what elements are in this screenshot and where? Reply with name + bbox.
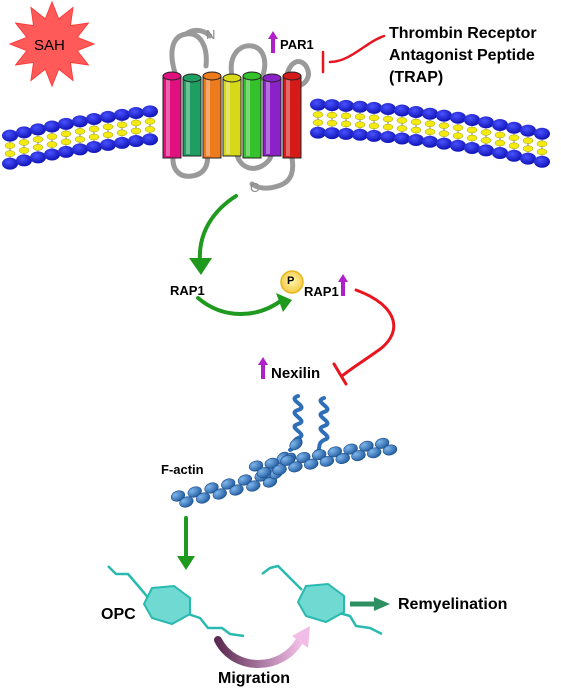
activation-arrows (184, 194, 284, 558)
sah-burst-icon (8, 0, 96, 88)
nexilin-up-arrow-icon (258, 357, 268, 379)
remyelination-label: Remyelination (398, 596, 508, 613)
phosphate-label: P (287, 275, 295, 287)
sah-label: SAH (34, 37, 65, 54)
par1-up-arrow-icon (268, 31, 278, 53)
receptor-loops (169, 27, 311, 191)
migration-arrow (214, 636, 304, 668)
phosphate-icon (280, 270, 304, 294)
opc-cell-1 (107, 565, 245, 638)
factin-label: F-actin (161, 462, 204, 477)
migration-label: Migration (218, 670, 290, 687)
par1-label: PAR1 (280, 37, 314, 52)
f-actin-filament (170, 437, 398, 508)
opc-cell-2 (261, 564, 383, 636)
opc-label: OPC (101, 606, 136, 623)
trap-inhibition (321, 34, 386, 74)
nexilin-label: Nexilin (271, 365, 321, 382)
par1-receptor (162, 71, 302, 159)
c-terminus-label: C (250, 180, 260, 195)
trap-label-line-2: Antagonist Peptide (389, 47, 535, 64)
remyelination-arrowhead (374, 597, 390, 611)
opc-body-2 (296, 582, 345, 624)
rap1-inhibition (332, 288, 396, 386)
migration-arrowhead (292, 626, 310, 648)
n-terminus-label: N (206, 27, 216, 42)
rap1-label: RAP1 (170, 283, 205, 298)
trap-label-line-1: Thrombin Receptor (389, 25, 537, 42)
rap1-up-arrow-icon (338, 274, 348, 296)
trap-label-line-3: (TRAP) (389, 69, 444, 86)
activation-arrowheads (177, 258, 292, 570)
opc-body-1 (142, 584, 191, 626)
cell-membrane (2, 98, 550, 170)
rap1-phospho-label: RAP1 (304, 284, 339, 299)
